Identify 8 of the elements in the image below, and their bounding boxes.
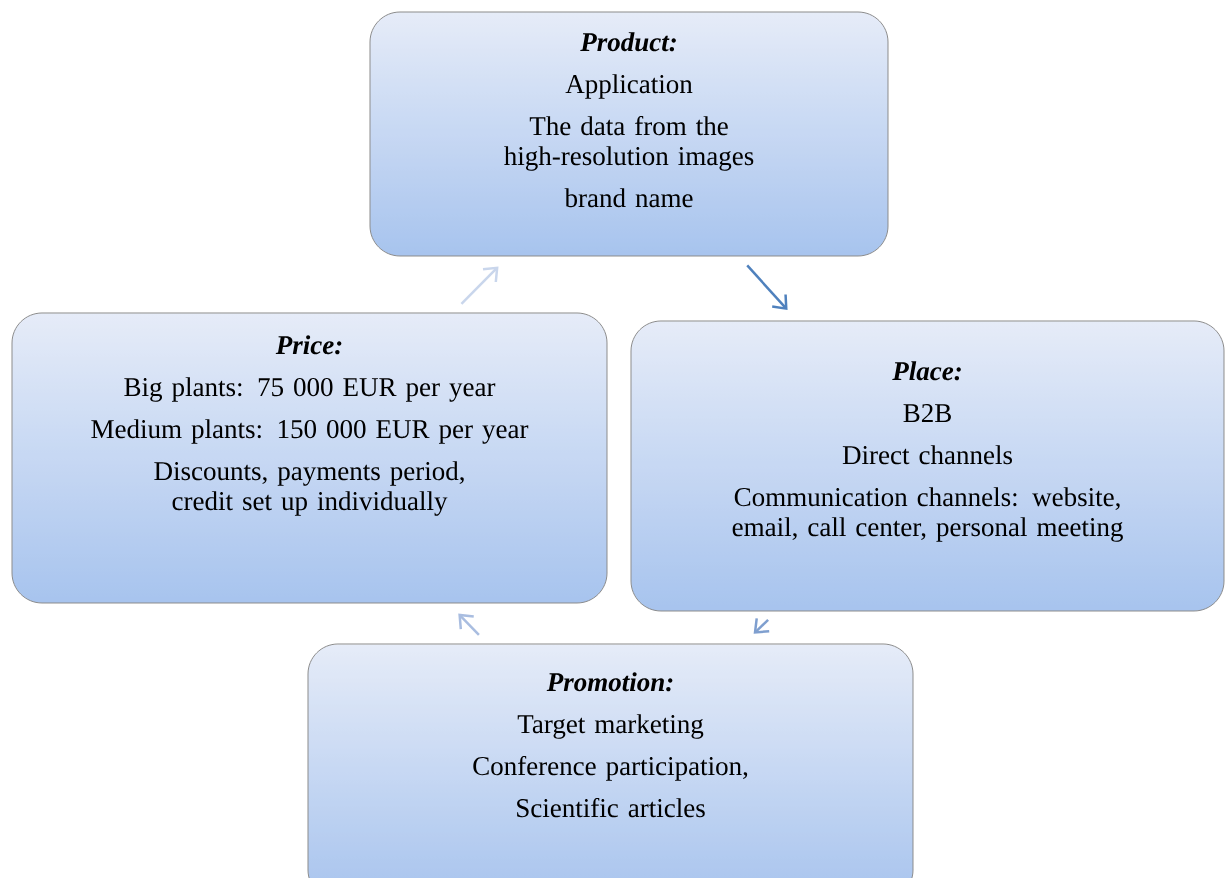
text-box: Place: B2B Direct channels Communication channels: website, email, call center, personal meeting bbox=[630, 320, 1225, 612]
text-box: Product: Application The data from the high-resolution images brand name bbox=[369, 11, 889, 257]
arrow bbox=[460, 266, 499, 305]
text-box: Promotion: Target marketing Conference participation, Scientific articles bbox=[307, 643, 914, 878]
text-box: Price: Big plants: 75 000 EUR per year Medium plants: 150 000 EUR per year Discounts, payments period, credit set up individually bbox=[11, 312, 608, 604]
arrow bbox=[746, 264, 788, 311]
arrow bbox=[458, 613, 480, 636]
arrow bbox=[753, 618, 770, 634]
